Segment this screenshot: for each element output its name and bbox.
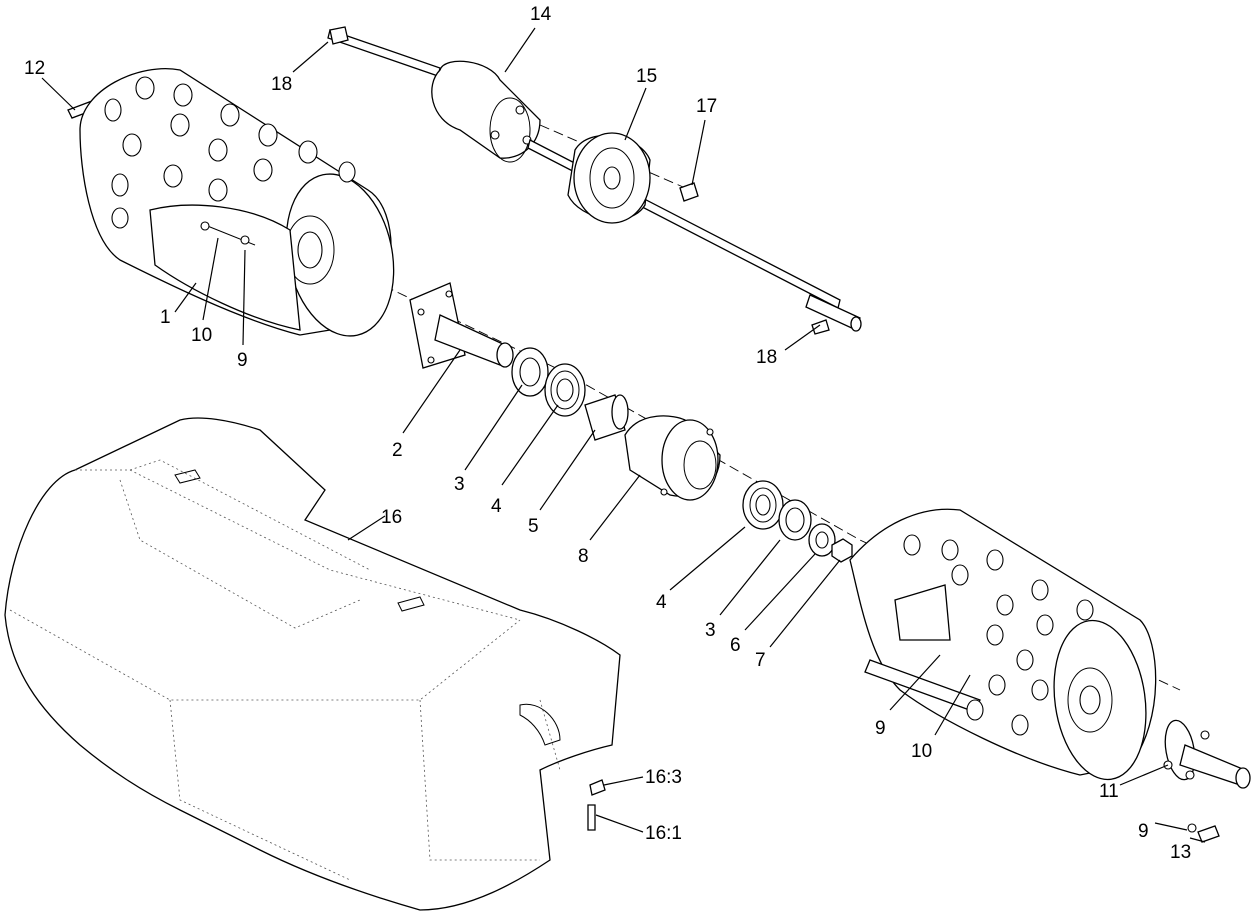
callout-6: 6 — [730, 635, 741, 656]
callout-18-right: 18 — [756, 347, 777, 368]
callout-5: 5 — [528, 516, 539, 537]
perforated-roller-right — [849, 508, 1251, 843]
callout-13: 13 — [1170, 842, 1191, 863]
callout-15: 15 — [636, 66, 657, 87]
callout-9-right: 9 — [875, 718, 886, 739]
callout-2: 2 — [392, 440, 403, 461]
callout-18-top: 18 — [271, 74, 292, 95]
bearing-stack-right — [742, 480, 853, 563]
callout-10-left: 10 — [191, 325, 212, 346]
drive-shaft-assembly — [327, 26, 862, 335]
callout-14: 14 — [530, 4, 552, 25]
callout-12: 12 — [24, 58, 45, 79]
callout-9-bottom: 9 — [1138, 821, 1149, 842]
callout-1: 1 — [160, 307, 171, 328]
grass-catcher-bag — [4, 417, 621, 911]
callout-8: 8 — [578, 546, 589, 567]
perforated-roller-left — [67, 68, 395, 337]
callout-4-center: 4 — [491, 496, 502, 517]
callout-9-left: 9 — [237, 350, 248, 371]
bearing-stack-center — [409, 282, 721, 501]
perforation-holes-right — [903, 534, 1094, 736]
callout-16-1: 16:1 — [645, 823, 682, 844]
callout-leader-lines — [41, 27, 1206, 843]
callout-11: 11 — [1099, 781, 1119, 802]
callout-7: 7 — [755, 650, 766, 671]
callout-16: 16 — [381, 507, 402, 528]
callout-4-right: 4 — [656, 592, 667, 613]
callout-16-3: 16:3 — [645, 767, 682, 788]
perforation-holes-left — [104, 76, 356, 229]
callout-labels: 12 18 14 15 17 1 10 9 18 2 3 4 5 8 16 4 … — [24, 4, 1191, 863]
callout-10-right: 10 — [911, 741, 932, 762]
callout-3-right: 3 — [705, 620, 716, 641]
callout-17: 17 — [696, 96, 717, 117]
callout-3-center: 3 — [454, 474, 465, 495]
